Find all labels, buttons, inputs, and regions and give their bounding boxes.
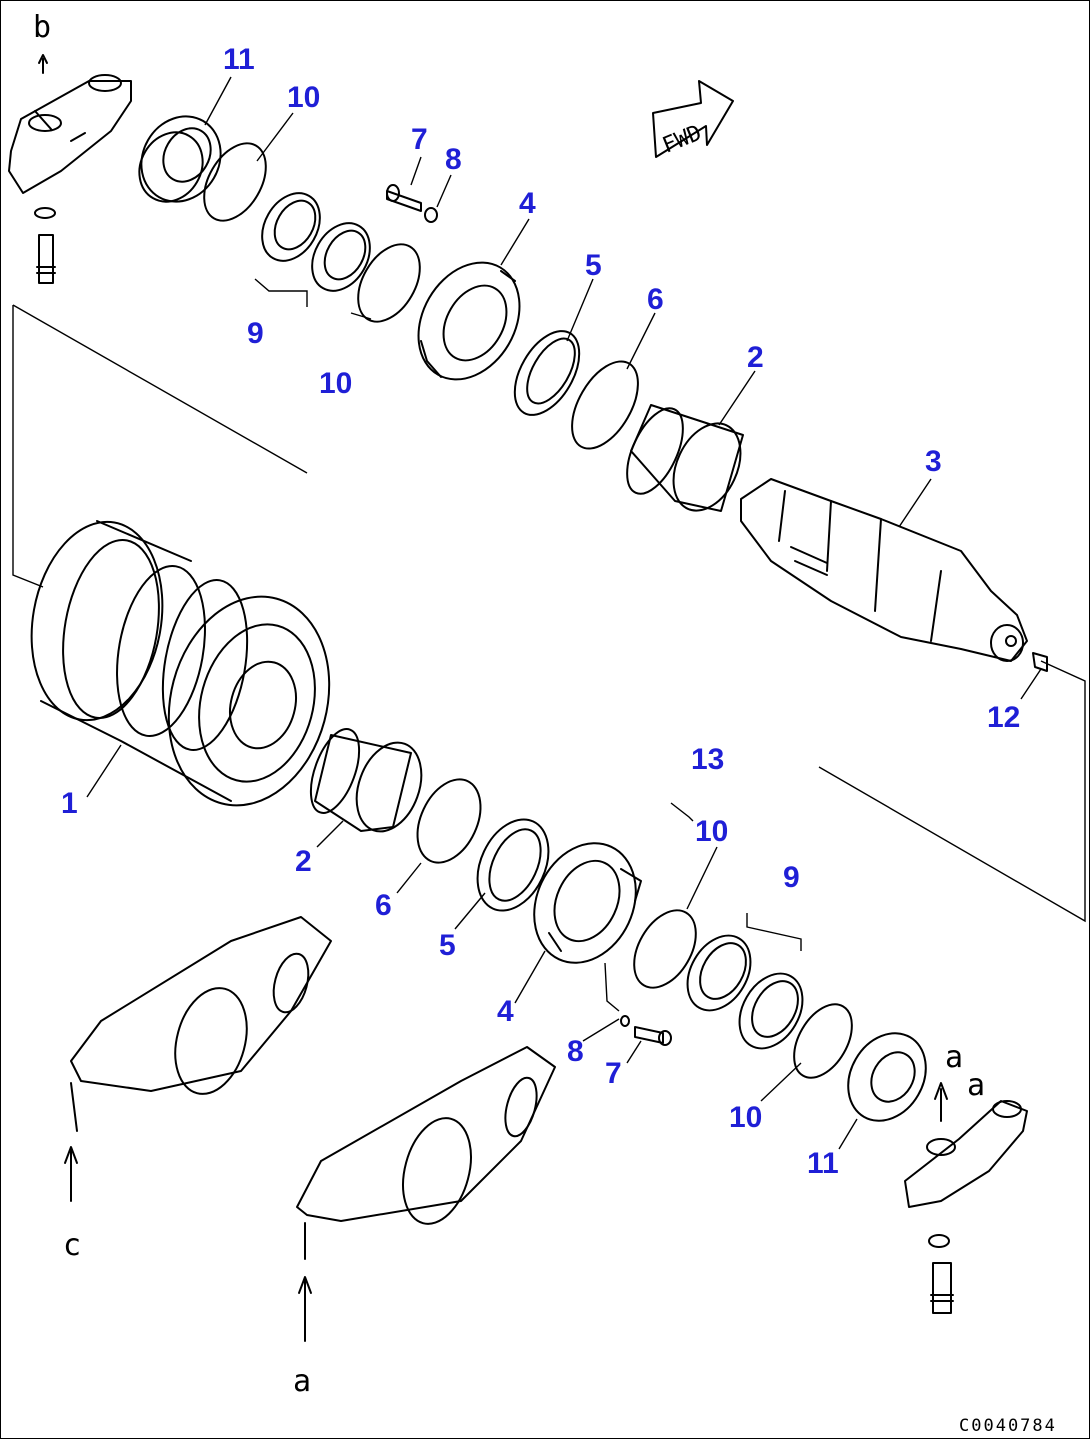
callout-7-bottom: 7 bbox=[605, 1057, 622, 1090]
callout-10-bottom-2: 10 bbox=[729, 1101, 762, 1134]
drawing-code: C0040784 bbox=[959, 1416, 1057, 1436]
part-10-oring-top-2 bbox=[357, 243, 421, 323]
callout-8-top: 8 bbox=[445, 143, 462, 176]
part-11-seal-top bbox=[138, 115, 222, 203]
callout-4-bottom: 4 bbox=[497, 995, 514, 1028]
part-9-floating-seal-top bbox=[254, 192, 371, 307]
part-8-washer-top bbox=[424, 207, 438, 223]
part-2-bushing-bottom bbox=[309, 728, 423, 833]
callout-6-bottom: 6 bbox=[375, 889, 392, 922]
callout-7-top: 7 bbox=[411, 123, 428, 156]
callout-12: 12 bbox=[987, 701, 1020, 734]
part-7-bolt-bottom bbox=[634, 1026, 672, 1046]
part-11-seal-bottom bbox=[847, 1032, 927, 1122]
callout-2-top: 2 bbox=[747, 341, 764, 374]
part-10-oring-bottom bbox=[633, 909, 697, 989]
fwd-label: FWD bbox=[659, 121, 705, 159]
leader-lines bbox=[12, 304, 1086, 923]
part-8-washer-bottom bbox=[620, 1015, 630, 1027]
part-5-thrust-ring-bottom bbox=[476, 818, 550, 912]
callout-5-top: 5 bbox=[585, 249, 602, 282]
callout-10-top-2: 10 bbox=[319, 367, 352, 400]
part-10-oring-bottom-2 bbox=[793, 1003, 853, 1079]
part-7-bolt-top bbox=[386, 184, 422, 212]
fwd-arrow: FWD bbox=[652, 80, 734, 159]
guard-center bbox=[296, 1046, 556, 1342]
callout-11-top: 11 bbox=[223, 43, 255, 76]
callout-10-top: 10 bbox=[287, 81, 320, 114]
bracket-top-left bbox=[8, 54, 132, 284]
callout-leaders bbox=[86, 76, 1042, 1150]
callout-4-top: 4 bbox=[519, 187, 536, 220]
part-4-collar-bottom bbox=[533, 842, 642, 964]
part-9-floating-seal-bottom bbox=[686, 913, 804, 1050]
leader-4-8 bbox=[604, 962, 620, 1012]
callout-9-bottom: 9 bbox=[783, 861, 800, 894]
callout-9-top: 9 bbox=[247, 317, 264, 350]
part-5-thrust-ring-top bbox=[513, 330, 581, 416]
callout-2-bottom: 2 bbox=[295, 845, 312, 878]
ref-letter-b: b bbox=[33, 10, 51, 45]
part-2-bushing-top bbox=[626, 404, 744, 512]
callout-1: 1 bbox=[61, 787, 78, 820]
part-13-grease bbox=[670, 802, 694, 822]
callout-8-bottom: 8 bbox=[567, 1035, 584, 1068]
ref-letter-a-right: a bbox=[945, 1040, 963, 1075]
part-4-collar-top bbox=[417, 261, 521, 381]
ref-letter-a-right-2: a bbox=[967, 1068, 985, 1103]
part-3-shaft bbox=[740, 478, 1028, 662]
callout-3: 3 bbox=[925, 445, 942, 478]
part-6-oring-bottom bbox=[416, 778, 482, 864]
callout-10-bottom: 10 bbox=[695, 815, 728, 848]
bracket-bottom-right bbox=[904, 1082, 1028, 1314]
guard-left bbox=[64, 916, 332, 1202]
ref-letter-c: c bbox=[63, 1228, 81, 1263]
ref-letter-a-bottom: a bbox=[293, 1364, 311, 1399]
part-12-plug bbox=[1032, 652, 1048, 672]
part-6-oring-top bbox=[571, 360, 639, 450]
callout-5-bottom: 5 bbox=[439, 929, 456, 962]
callout-13: 13 bbox=[691, 743, 724, 776]
callout-11-bottom: 11 bbox=[807, 1147, 839, 1180]
part-10-oring-top bbox=[203, 142, 267, 222]
callout-6-top: 6 bbox=[647, 283, 664, 316]
part-1-roller bbox=[30, 520, 331, 807]
